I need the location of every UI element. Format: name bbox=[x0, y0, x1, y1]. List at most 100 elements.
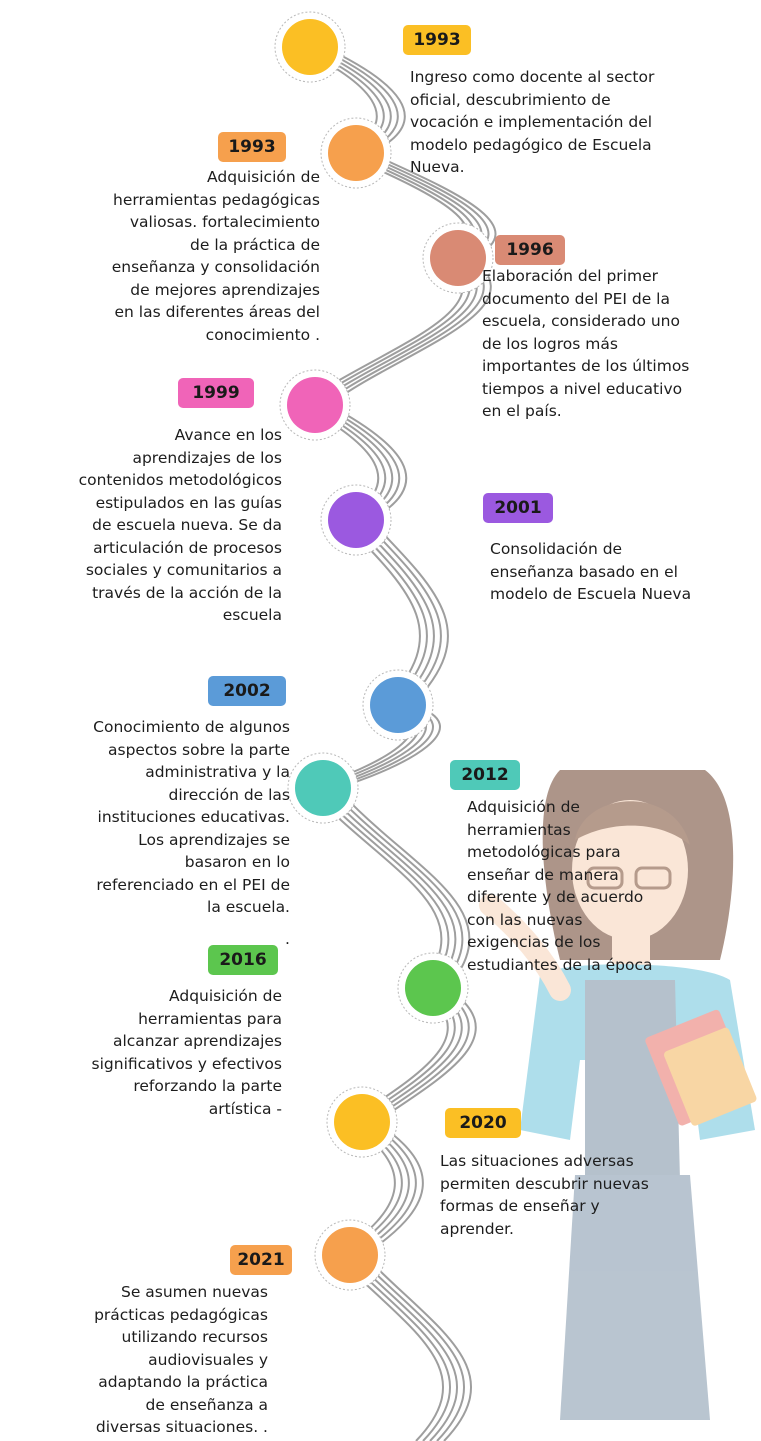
milestone-text-1993: Ingreso como docente al sector oficial, d… bbox=[410, 66, 740, 179]
milestone-line: basaron en lo bbox=[184, 853, 290, 871]
milestone-line: dirección de las bbox=[168, 785, 290, 804]
milestone-line: Ingreso como docente al sector bbox=[410, 68, 655, 86]
milestone-line: permiten descubrir nuevas bbox=[440, 1174, 649, 1193]
milestone-dot-1999 bbox=[287, 377, 343, 433]
milestone-line: escuela, considerado uno bbox=[482, 312, 680, 330]
milestone-line: adaptando la práctica bbox=[98, 1373, 268, 1391]
milestone-text-2021: Se asumen nuevas prácticas pedagógicas uti… bbox=[20, 1281, 268, 1439]
milestone-line: con las nuevas bbox=[467, 910, 583, 929]
milestone-line: herramientas para bbox=[138, 1009, 282, 1028]
milestone-line: vocación e implementación del bbox=[410, 113, 653, 131]
milestone-line: Avance en los bbox=[174, 426, 282, 444]
milestone-line: exigencias de los bbox=[467, 933, 601, 951]
milestone-line: audiovisuales y bbox=[148, 1350, 268, 1369]
milestone-line: de los logros más bbox=[482, 334, 618, 353]
milestone-line: Adquisición de bbox=[169, 987, 282, 1005]
milestone-line: valiosas. fortalecimiento bbox=[129, 213, 320, 231]
year-badge-1996: 1996 bbox=[495, 235, 565, 265]
year-badge-2012: 2012 bbox=[450, 760, 520, 790]
milestone-line: estudiantes de la época bbox=[467, 955, 653, 974]
milestone-line: en el país. bbox=[482, 402, 562, 420]
milestone-line: estipulados en las guías bbox=[95, 493, 282, 512]
milestone-line: Elaboración del primer bbox=[482, 267, 658, 285]
milestone-line: conocimiento . bbox=[205, 325, 320, 344]
milestone-line: contenidos metodológicos bbox=[78, 471, 282, 489]
milestone-dot-1993 bbox=[282, 19, 338, 75]
year-badge-2001: 2001 bbox=[483, 493, 553, 523]
year-badge-1999: 1999 bbox=[178, 378, 254, 408]
milestone-line: través de la acción de la bbox=[92, 583, 282, 602]
milestone-line: modelo pedagógico de Escuela bbox=[410, 135, 652, 154]
milestone-line: en las diferentes áreas del bbox=[114, 303, 321, 321]
milestone-line: Adquisición de bbox=[207, 168, 320, 186]
milestone-line: Consolidación de bbox=[490, 540, 623, 558]
title-cutoff bbox=[100, 0, 660, 12]
milestone-text-1993: Adquisición de herramientas pedagógicas va… bbox=[20, 166, 320, 346]
year-badge-2016: 2016 bbox=[208, 945, 278, 975]
milestone-line: Los aprendizajes se bbox=[138, 830, 290, 849]
milestone-dot-2012 bbox=[295, 760, 351, 816]
year-badge-1993: 1993 bbox=[218, 132, 286, 162]
milestone-line: Nueva. bbox=[410, 158, 465, 176]
milestone-line: instituciones educativas. bbox=[97, 808, 290, 826]
milestone-line: alcanzar aprendizajes bbox=[112, 1032, 282, 1050]
milestone-text-2016: Adquisición de herramientas para alcanzar … bbox=[20, 985, 282, 1120]
stray-dot: . bbox=[285, 930, 290, 948]
milestone-line: aspectos sobre la parte bbox=[108, 740, 290, 759]
milestone-line: modelo de Escuela Nueva bbox=[490, 585, 692, 603]
milestone-line: metodológicas para bbox=[467, 843, 621, 861]
milestone-line: de escuela nueva. Se da bbox=[92, 516, 282, 534]
milestone-line: significativos y efectivos bbox=[91, 1054, 282, 1073]
milestone-text-2001: Consolidación de enseñanza basado en el mo… bbox=[490, 538, 755, 606]
milestone-dot-2021 bbox=[322, 1227, 378, 1283]
milestone-line: oficial, descubrimiento de bbox=[410, 90, 611, 109]
milestone-line: sociales y comunitarios a bbox=[85, 561, 282, 579]
milestone-line: escuela bbox=[222, 606, 282, 624]
milestone-line: de enseñanza a bbox=[145, 1395, 268, 1414]
milestone-text-2012: Adquisición de herramientas metodológicas … bbox=[467, 796, 722, 976]
milestone-text-1996: Elaboración del primer documento del PEI … bbox=[482, 265, 757, 423]
milestone-line: Las situaciones adversas bbox=[440, 1152, 634, 1170]
milestone-dot-2002 bbox=[370, 677, 426, 733]
year-badge-2020: 2020 bbox=[445, 1108, 521, 1138]
milestone-line: documento del PEI de la bbox=[482, 289, 670, 308]
milestone-line: referenciado en el PEI de bbox=[96, 875, 290, 894]
milestone-dot-2001 bbox=[328, 492, 384, 548]
milestone-line: prácticas pedagógicas bbox=[94, 1305, 268, 1324]
milestone-line: articulación de procesos bbox=[93, 538, 282, 557]
milestone-line: de mejores aprendizajes bbox=[130, 280, 320, 299]
milestone-line: formas de enseñar y bbox=[440, 1197, 600, 1215]
milestone-line: importantes de los últimos bbox=[482, 357, 690, 375]
year-badge-2002: 2002 bbox=[208, 676, 286, 706]
milestone-line: reforzando la parte bbox=[133, 1077, 282, 1095]
milestone-text-2020: Las situaciones adversas permiten descubr… bbox=[440, 1150, 730, 1240]
milestone-line: herramientas bbox=[467, 820, 571, 839]
milestone-dot-1993 bbox=[328, 125, 384, 181]
milestone-line: de la práctica de bbox=[190, 235, 320, 254]
milestone-line: enseñanza basado en el bbox=[490, 562, 678, 581]
milestone-line: artística - bbox=[208, 1099, 282, 1118]
milestone-dot-2016 bbox=[405, 960, 461, 1016]
milestone-line: Conocimiento de algunos bbox=[93, 718, 290, 736]
year-badge-2021: 2021 bbox=[230, 1245, 292, 1275]
milestone-line: utilizando recursos bbox=[121, 1328, 268, 1346]
milestone-line: la escuela. bbox=[207, 898, 290, 916]
milestone-line: diversas situaciones. . bbox=[95, 1418, 268, 1436]
milestone-line: enseñanza y consolidación bbox=[111, 258, 320, 276]
milestone-line: tiempos a nivel educativo bbox=[482, 379, 683, 398]
milestone-line: aprender. bbox=[440, 1219, 514, 1238]
milestone-dot-2020 bbox=[334, 1094, 390, 1150]
milestone-line: Adquisición de bbox=[467, 798, 580, 816]
milestone-line: diferente y de acuerdo bbox=[467, 888, 644, 906]
milestone-dot-1996 bbox=[430, 230, 486, 286]
milestone-line: herramientas pedagógicas bbox=[113, 190, 320, 209]
milestone-line: enseñar de manera bbox=[467, 865, 619, 884]
milestone-text-2002: Conocimiento de algunos aspectos sobre la… bbox=[20, 716, 290, 919]
milestone-line: Se asumen nuevas bbox=[120, 1283, 268, 1301]
year-badge-1993: 1993 bbox=[403, 25, 471, 55]
milestone-line: administrativa y la bbox=[145, 763, 290, 781]
